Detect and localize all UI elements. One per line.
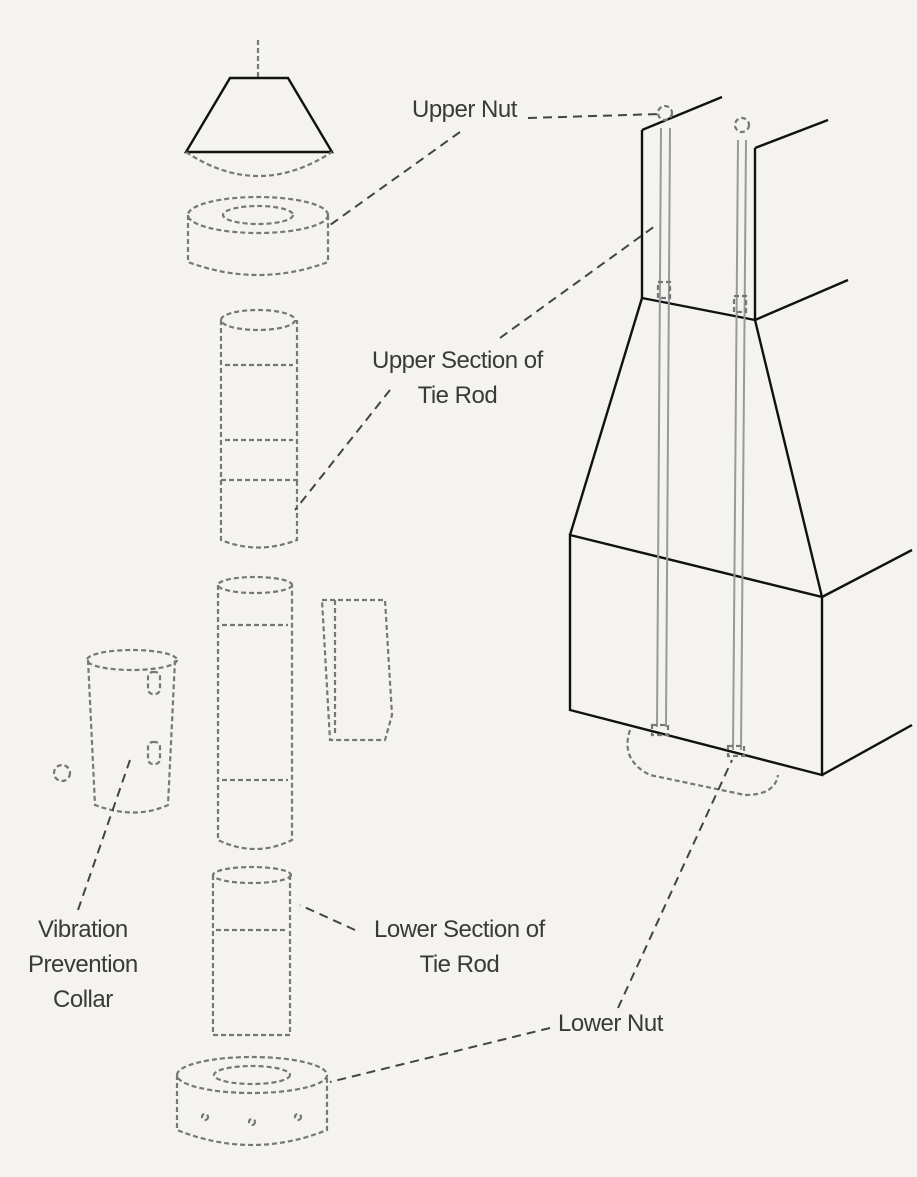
- vibration-collar-label: Vibration Prevention Collar: [28, 912, 138, 1017]
- lower-nut-part: [175, 1055, 329, 1147]
- lower-section-label: Lower Section of Tie Rod: [374, 912, 545, 982]
- fuel-assembly-outline: [568, 95, 913, 797]
- vibration-collar-part: [52, 648, 179, 814]
- leader-lines: [77, 113, 733, 1083]
- lower-nut-label: Lower Nut: [558, 1010, 663, 1037]
- lower-section-label-line1: Lower Section of: [374, 916, 545, 943]
- upper-section-part: [219, 308, 299, 549]
- lower-section-label-line2: Tie Rod: [419, 951, 500, 978]
- collar-label-line2: Prevention: [28, 951, 138, 978]
- top-cone: [183, 40, 335, 177]
- upper-section-label: Upper Section of Tie Rod: [372, 343, 543, 413]
- upper-section-label-line2: Tie Rod: [417, 382, 498, 409]
- upper-nut-label: Upper Nut: [412, 96, 517, 123]
- lower-section-part: [211, 575, 294, 1037]
- upper-nut-part: [186, 195, 330, 277]
- collar-label-line1: Vibration: [37, 916, 128, 943]
- collar-half-shell: [320, 598, 394, 742]
- collar-label-line3: Collar: [53, 986, 113, 1013]
- upper-section-label-line1: Upper Section of: [372, 347, 543, 374]
- tie-rods-assembled: [650, 104, 751, 758]
